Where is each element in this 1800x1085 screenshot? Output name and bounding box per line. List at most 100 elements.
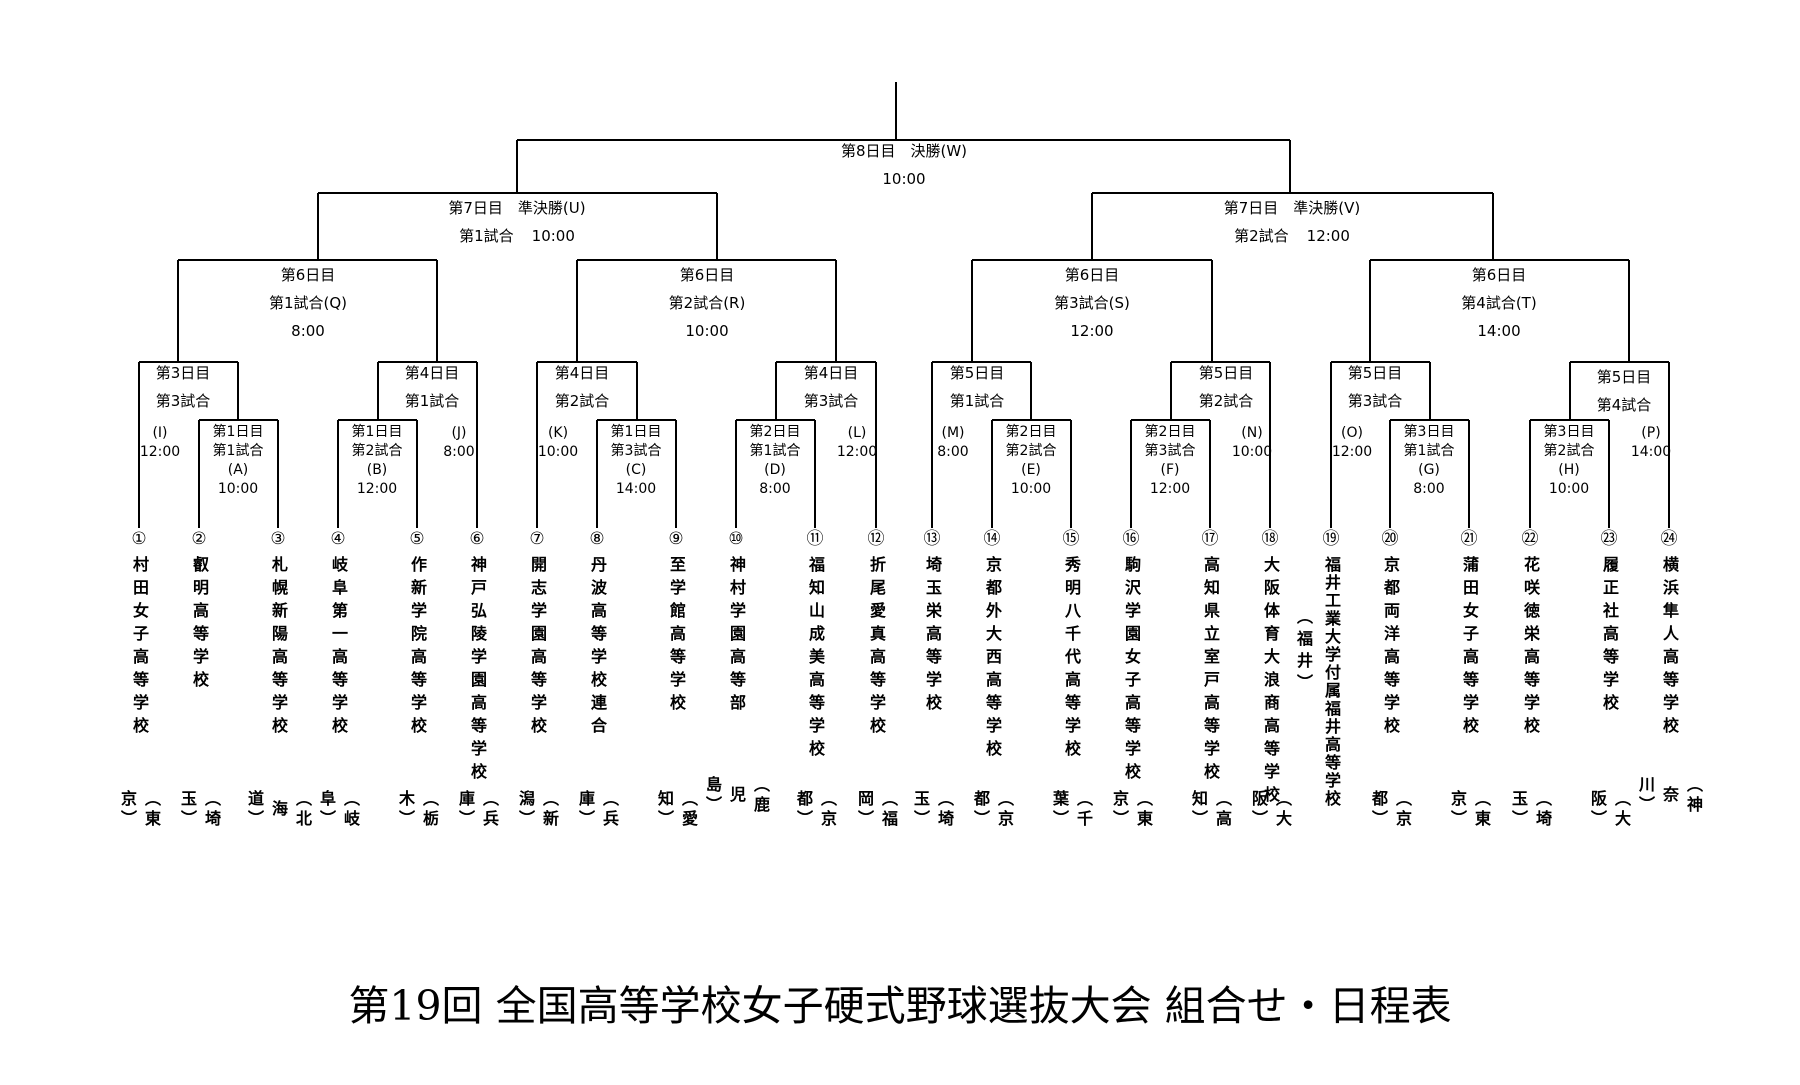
round1-label: 第1日目 第3試合 (C) 14:00: [611, 423, 662, 499]
team-name: 至学館高等学校: [667, 556, 686, 717]
team-number: ⑨: [668, 529, 684, 549]
round1-match: 第3試合: [610, 443, 662, 459]
team-name: 横浜隼人高等学校: [1660, 556, 1679, 740]
round2-match: 第3試合: [155, 392, 211, 410]
round2-header: 第4日目 第3試合: [804, 359, 859, 415]
team-name: 神戸弘陵学園高等学校: [468, 556, 487, 786]
line-r1-h: [1529, 419, 1610, 528]
team-name: 折尾愛真高等学校: [867, 556, 886, 740]
round2-match: 第2試合: [1198, 392, 1254, 410]
team-prefecture: （埼玉）: [911, 790, 954, 830]
team-prefecture: （新潟）: [516, 790, 559, 830]
team-number: ⑩: [728, 529, 744, 549]
round1-code: (H): [1558, 462, 1580, 478]
team-name: 秀明八千代高等学校: [1062, 556, 1081, 763]
team-prefecture: （兵庫）: [456, 790, 499, 830]
round1-match: 第2試合: [1543, 443, 1595, 459]
team-number: ⑥: [469, 529, 485, 549]
round1-label: 第2日目 第1試合 (D) 8:00: [750, 423, 801, 499]
round2-header: 第3日目 第3試合: [156, 359, 211, 415]
line-final: [516, 82, 1291, 193]
team-number: ⑮: [1062, 529, 1080, 549]
round2-code-time: (J) 8:00: [443, 424, 474, 462]
round1-code: (E): [1021, 462, 1041, 478]
quarter-day: 第6日目: [1471, 266, 1527, 284]
round2-day: 第5日目: [1198, 364, 1254, 382]
round2-time: 10:00: [537, 444, 579, 460]
round1-match: 第1試合: [749, 443, 801, 459]
round1-time: 12:00: [1149, 481, 1191, 497]
team-entry: ⑫ 折尾愛真高等学校 （福岡）: [855, 528, 898, 830]
team-number: ㉓: [1600, 529, 1618, 549]
team-number: ⑧: [589, 529, 605, 549]
team-prefecture: （兵庫）: [576, 790, 619, 830]
quarter-match: 第3試合(S): [1054, 294, 1130, 312]
team-number: ⑦: [529, 529, 545, 549]
round1-time: 10:00: [217, 481, 259, 497]
line-r2-o: [1330, 361, 1431, 528]
quarter-day: 第6日目: [1064, 266, 1120, 284]
team-name: 履正社高等学校: [1600, 556, 1619, 717]
team-number: ⑰: [1201, 529, 1219, 549]
round2-time: 12:00: [836, 444, 878, 460]
round2-match: 第3試合: [1347, 392, 1403, 410]
round2-day: 第5日目: [949, 364, 1005, 382]
quarter-day: 第6日目: [280, 266, 336, 284]
round2-time: 8:00: [937, 444, 969, 460]
team-prefecture: （京都）: [971, 790, 1014, 830]
team-entry: ⑥ 神戸弘陵学園高等学校 （兵庫）: [456, 528, 499, 830]
round1-time: 14:00: [615, 481, 657, 497]
round1-time: 8:00: [1413, 481, 1445, 497]
team-number: ⑭: [983, 529, 1001, 549]
semi-time: 12:00: [1306, 227, 1350, 245]
quarter-time: 10:00: [685, 322, 729, 340]
semi-time: 10:00: [531, 227, 575, 245]
semi-round: 第7日目 準決勝(U): [448, 199, 586, 217]
round2-day: 第3日目: [155, 364, 211, 382]
team-number: ⑫: [867, 529, 885, 549]
team-number: ⑯: [1122, 529, 1140, 549]
team-entry: ⑪ 福知山成美高等学校 （京都）: [794, 528, 837, 830]
team-prefecture: （大阪）: [1588, 790, 1631, 830]
round2-code: (P): [1641, 425, 1661, 441]
team-prefecture: （東京）: [1448, 790, 1491, 830]
team-entry: ⑲ 福井工業大学付属福井高等学校 （福井）: [1294, 528, 1343, 808]
team-prefecture: （愛知）: [655, 790, 698, 830]
round1-time: 8:00: [759, 481, 791, 497]
round1-label: 第2日目 第3試合 (F) 12:00: [1145, 423, 1196, 499]
round2-time: 12:00: [139, 444, 181, 460]
semi-round: 第7日目 準決勝(V): [1223, 199, 1361, 217]
final-label: 第8日目 決勝(W) 10:00: [841, 137, 967, 193]
round1-match: 第3試合: [1144, 443, 1196, 459]
team-prefecture: （京都）: [794, 790, 837, 830]
line-semi-v: [1091, 192, 1494, 260]
team-entry: ⑰ 高知県立室戸高等学校 （高知）: [1189, 528, 1232, 830]
line-r1-g: [1389, 419, 1470, 528]
page-title: 第19回 全国高等学校女子硬式野球選抜大会 組合せ・日程表: [348, 982, 1452, 1030]
line-r2-l: [775, 361, 877, 528]
team-entry: ④ 岐阜第一高等学校 （岐阜）: [317, 528, 360, 830]
line-r1-e: [991, 419, 1072, 528]
round2-code: (M): [941, 425, 965, 441]
round2-code-time: (N) 10:00: [1232, 424, 1272, 462]
round2-day: 第5日目: [1347, 364, 1403, 382]
team-number: ⑪: [806, 529, 824, 549]
team-entry: ⑦ 開志学園高等学校 （新潟）: [516, 528, 559, 830]
team-prefecture: （神奈川）: [1636, 776, 1703, 816]
line-r2-n: [1170, 361, 1271, 528]
team-entry: ⑱ 大阪体育大浪商高等学校 （大阪）: [1249, 528, 1292, 830]
round1-code: (C): [625, 462, 647, 478]
round2-code-time: (P) 14:00: [1631, 424, 1671, 462]
team-prefecture: （埼玉）: [178, 790, 221, 830]
quarter-match: 第4試合(T): [1461, 294, 1537, 312]
round1-code: (A): [227, 462, 249, 478]
round1-code: (B): [366, 462, 388, 478]
team-entry: ㉓ 履正社高等学校 （大阪）: [1588, 528, 1631, 830]
line-r1-c: [596, 419, 677, 528]
team-prefecture: （福岡）: [855, 790, 898, 830]
round1-time: 12:00: [356, 481, 398, 497]
team-entry: ⑳ 京都両洋高等学校 （京都）: [1369, 528, 1412, 830]
round2-code: (J): [451, 425, 467, 441]
